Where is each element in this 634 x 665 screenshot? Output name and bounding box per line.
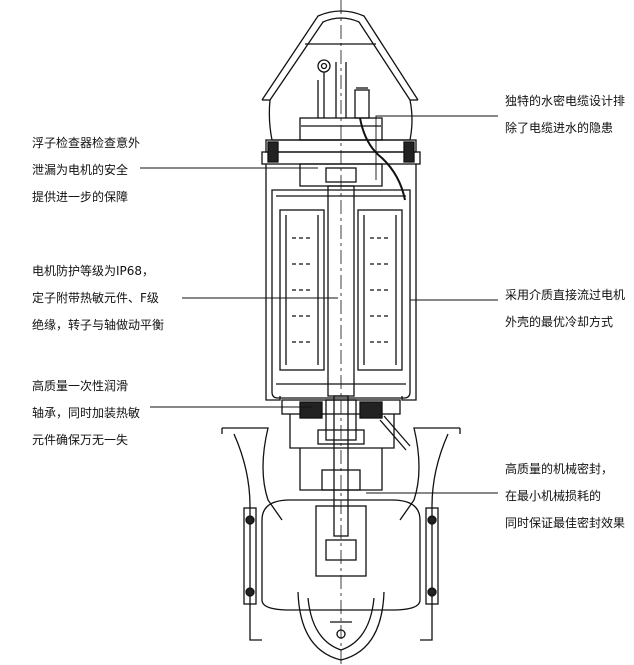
callout-bearing-line-1: 高质量一次性润滑 [32, 379, 129, 393]
callout-seal-line-3: 同时保证最佳密封效果 [505, 516, 626, 530]
pump-bowl [221, 427, 461, 641]
lifting-cap [261, 10, 419, 101]
rotor-shaft [325, 185, 357, 537]
leader-lines [140, 115, 498, 494]
impeller-casing [243, 499, 439, 611]
callout-seal-line-1: 高质量的机械密封， [505, 462, 614, 476]
motor-housing [265, 164, 417, 401]
callout-motor-line-3: 绝缘，转子与轴做动平衡 [32, 318, 165, 332]
callout-cooling-line-1: 采用介质直接流过电机 [505, 288, 626, 302]
callout-cooling-line-2: 外壳的最优冷却方式 [505, 315, 614, 329]
stator-right [357, 209, 403, 371]
lower-bearing-housing [281, 399, 401, 449]
callout-cable-line-2: 除了电缆进水的隐患 [505, 121, 614, 135]
impeller-cone [297, 591, 385, 661]
cable-path [359, 117, 406, 201]
callout-bearing-line-3: 元件确保万无一失 [32, 433, 129, 447]
callout-cable-line-1: 独特的水密电缆设计排 [505, 94, 626, 108]
callout-bearing: 高质量一次性润滑 轴承，同时加装热敏 元件确保万无一失 [32, 373, 140, 454]
callout-motor: 电机防护等级为IP68， 定子附带热敏元件、F级 绝缘，转子与轴做动平衡 [32, 258, 164, 339]
callout-seal: 高质量的机械密封， 在最小机械损耗的 同时保证最佳密封效果 [505, 456, 625, 537]
callout-motor-line-1: 电机防护等级为IP68， [32, 264, 155, 278]
callout-bearing-line-2: 轴承，同时加装热敏 [32, 406, 141, 420]
callout-float-switch: 浮子检查器检查意外 泄漏为电机的安全 提供进一步的保障 [32, 130, 140, 211]
mechanical-seal [299, 415, 411, 491]
lifting-eye [317, 59, 347, 118]
leader-cable [375, 115, 498, 180]
callout-seal-line-2: 在最小机械损耗的 [505, 489, 602, 503]
callout-motor-line-2: 定子附带热敏元件、F级 [32, 291, 159, 305]
stator-left [279, 209, 325, 371]
callout-cooling: 采用介质直接流过电机 外壳的最优冷却方式 [505, 282, 625, 336]
callout-float-line-3: 提供进一步的保障 [32, 190, 129, 204]
callout-float-line-1: 浮子检查器检查意外 [32, 136, 141, 150]
callout-float-line-2: 泄漏为电机的安全 [32, 163, 129, 177]
callout-cable: 独特的水密电缆设计排 除了电缆进水的隐患 [505, 88, 625, 142]
